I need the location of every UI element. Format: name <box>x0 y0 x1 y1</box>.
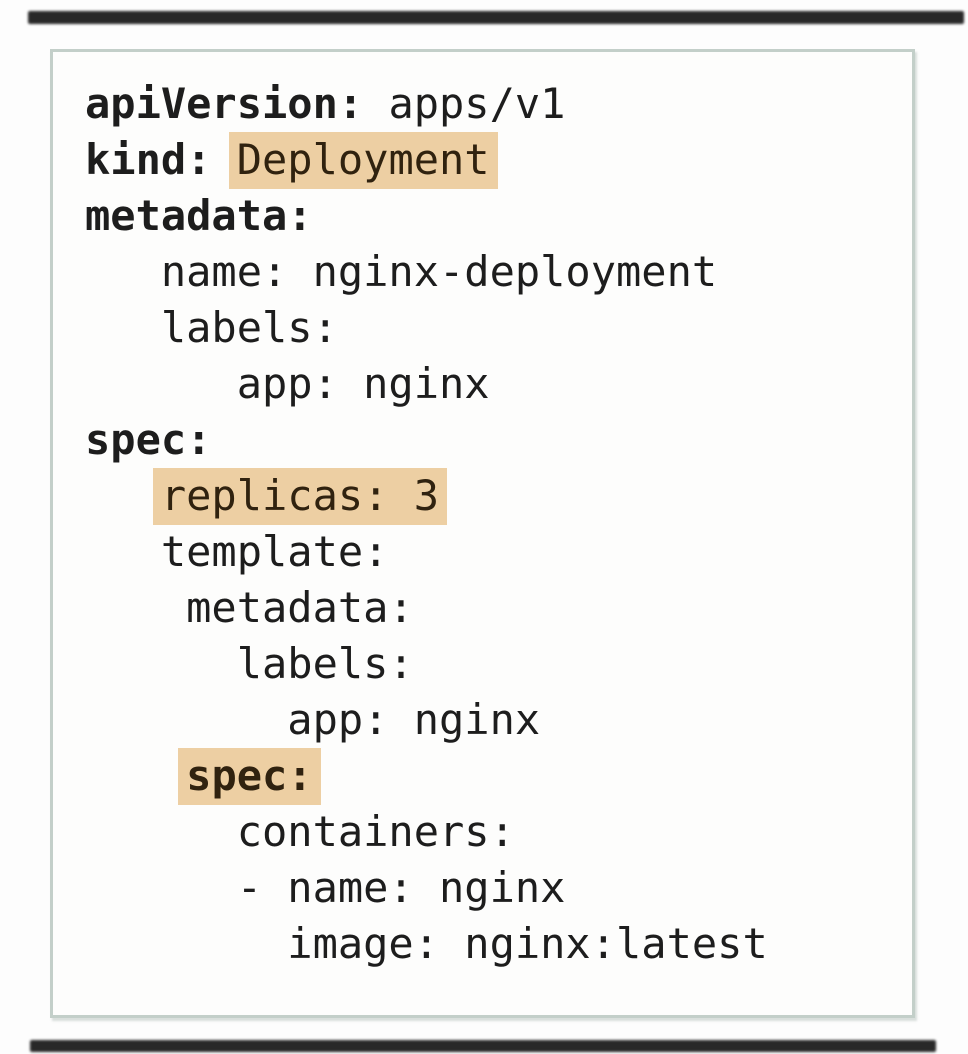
code-line: name: nginx-deployment <box>85 244 912 300</box>
yaml-entry-container-image: image: nginx:latest <box>85 919 768 968</box>
yaml-key-kind: kind: <box>85 135 212 184</box>
yaml-entry-template-labels: labels: <box>85 639 414 688</box>
code-line: labels: <box>85 636 912 692</box>
highlight-replicas: replicas: 3 <box>152 468 448 525</box>
yaml-indent <box>85 751 186 800</box>
code-line: template: <box>85 524 912 580</box>
yaml-value-apiversion: apps/v1 <box>363 79 566 128</box>
code-line: spec: <box>85 748 912 805</box>
letterbox-bar-bottom <box>30 1040 936 1052</box>
yaml-code-block: apiVersion: apps/v1 kind: Deployment met… <box>53 52 912 972</box>
code-line: image: nginx:latest <box>85 916 912 972</box>
yaml-entry-labels: labels: <box>85 303 338 352</box>
code-line: replicas: 3 <box>85 468 912 525</box>
yaml-entry-containers: containers: <box>85 807 515 856</box>
yaml-entry-container-name: - name: nginx <box>85 863 566 912</box>
code-line: - name: nginx <box>85 860 912 916</box>
yaml-key-metadata: metadata: <box>85 191 313 240</box>
yaml-indent <box>85 471 161 520</box>
yaml-entry-name: name: nginx-deployment <box>85 247 718 296</box>
code-line: containers: <box>85 804 912 860</box>
yaml-entry-template-metadata: metadata: <box>85 583 414 632</box>
code-line: spec: <box>85 412 912 468</box>
code-line: kind: Deployment <box>85 132 912 189</box>
yaml-entry-template-app: app: nginx <box>85 695 541 744</box>
yaml-key-apiversion: apiVersion: <box>85 79 364 128</box>
code-line: labels: <box>85 300 912 356</box>
yaml-entry-app: app: nginx <box>85 359 490 408</box>
yaml-entry-template: template: <box>85 527 389 576</box>
code-line: app: nginx <box>85 356 912 412</box>
code-line: apiVersion: apps/v1 <box>85 76 912 132</box>
yaml-panel: apiVersion: apps/v1 kind: Deployment met… <box>50 49 915 1018</box>
code-line: metadata: <box>85 188 912 244</box>
code-line: metadata: <box>85 580 912 636</box>
highlight-deployment: Deployment <box>228 132 498 189</box>
code-line: app: nginx <box>85 692 912 748</box>
letterbox-bar-top <box>28 11 964 24</box>
highlight-spec: spec: <box>178 748 321 805</box>
yaml-key-spec: spec: <box>85 415 212 464</box>
